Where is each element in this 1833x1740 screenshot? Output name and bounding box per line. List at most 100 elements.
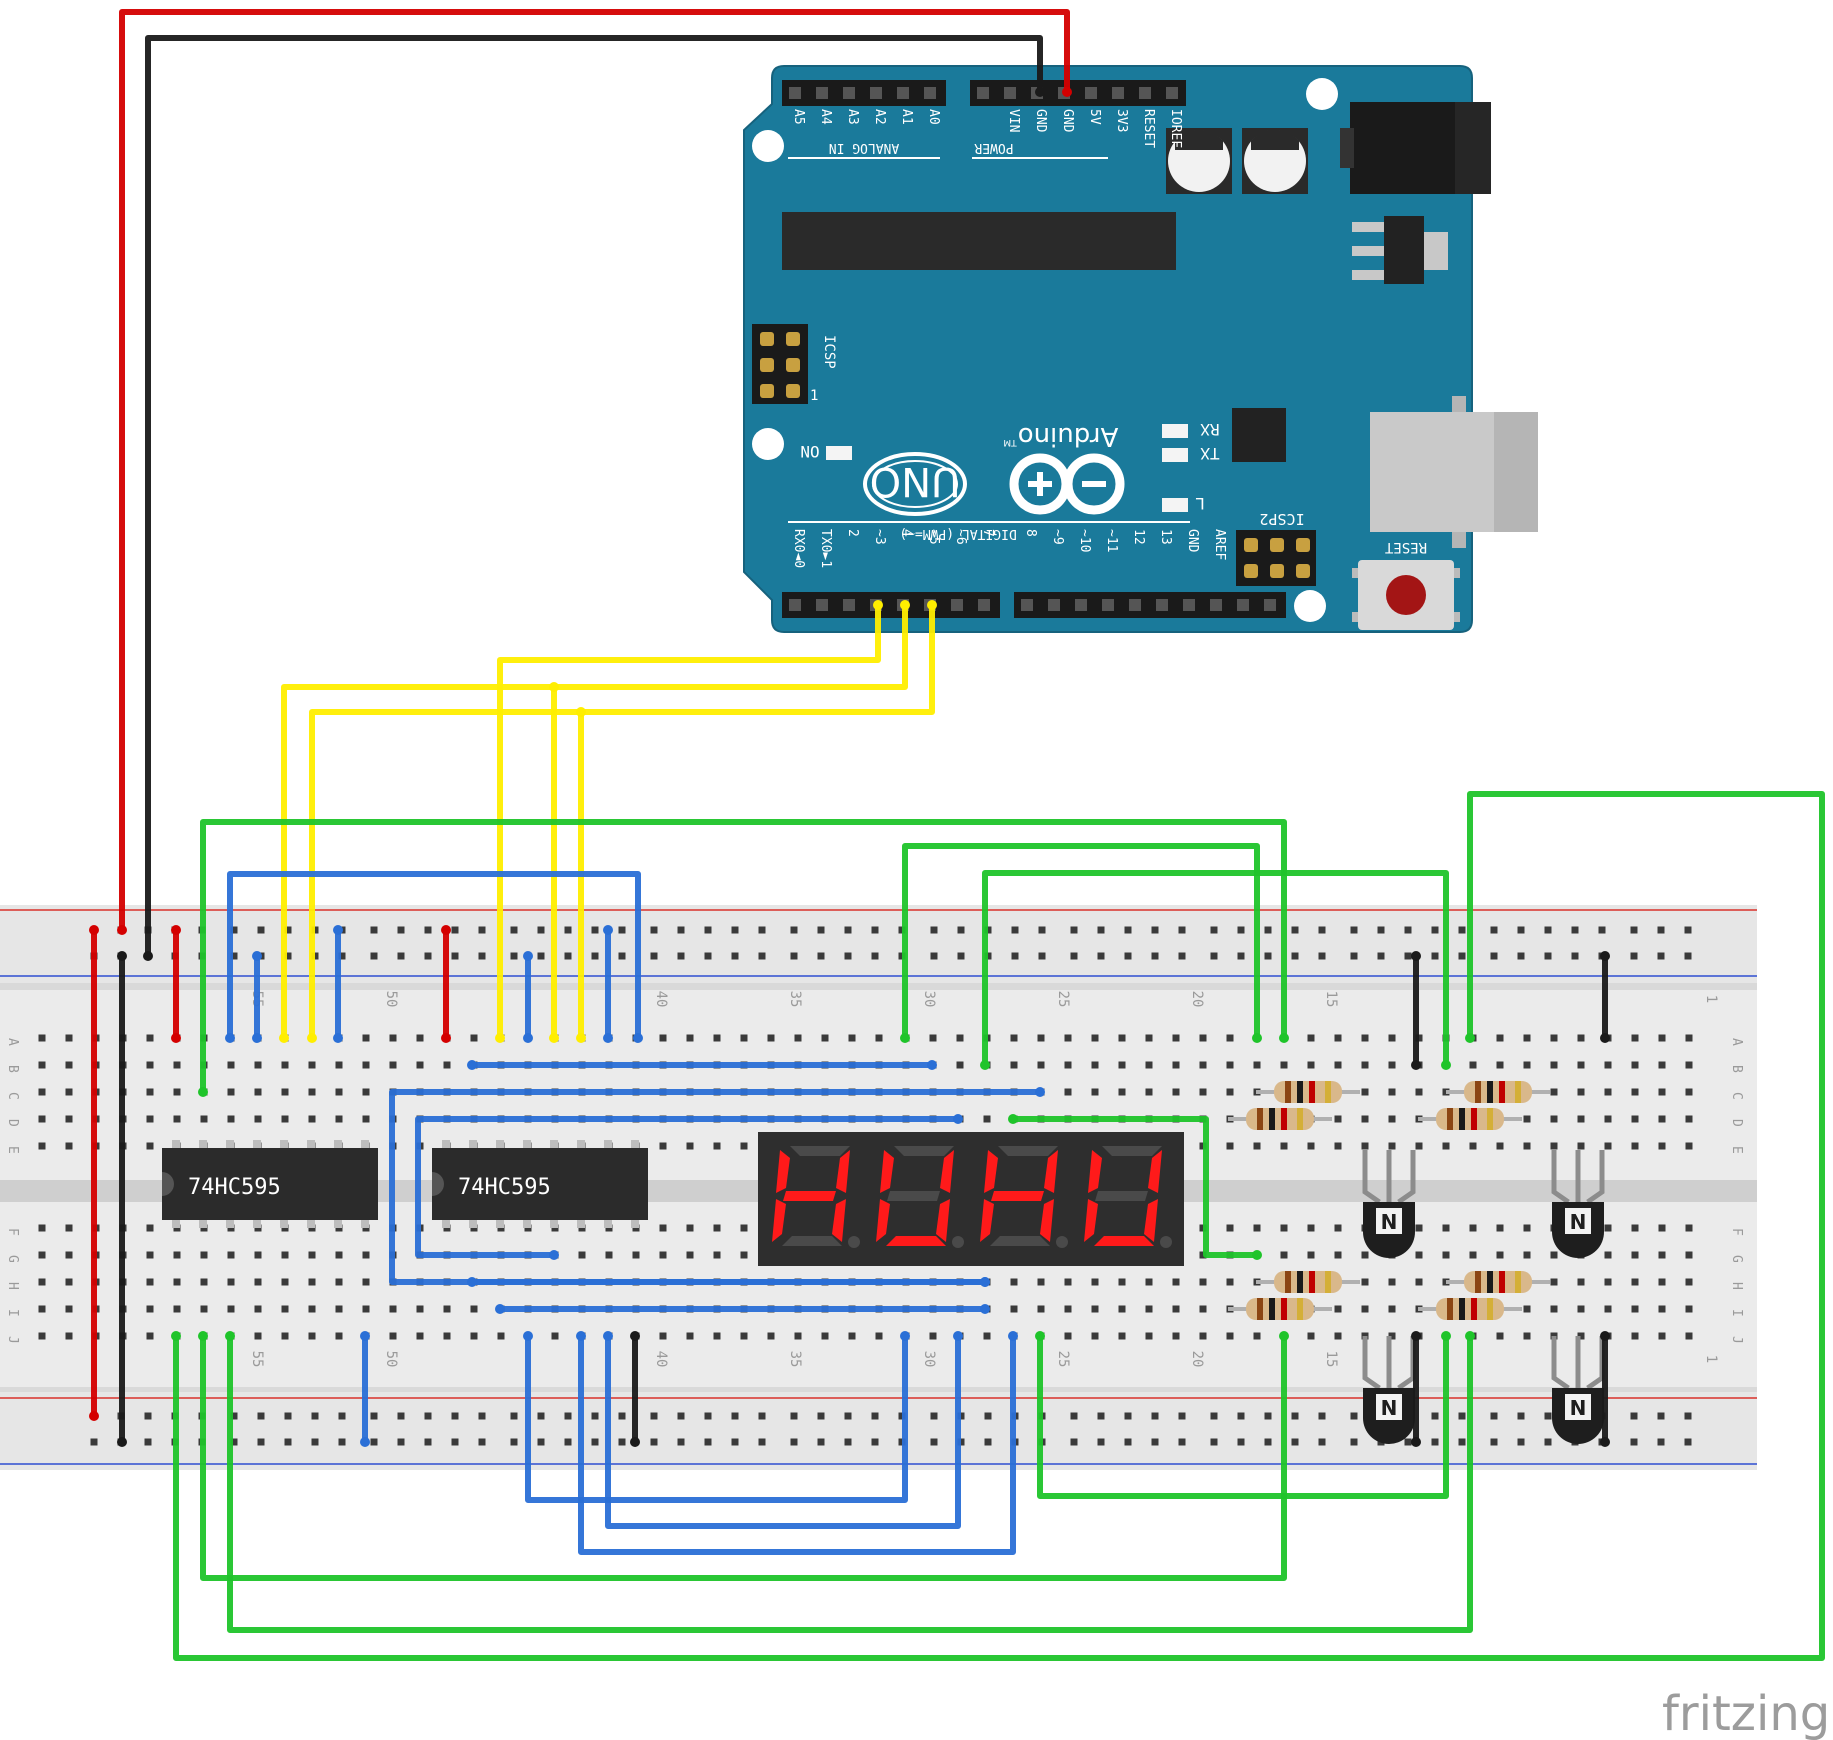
rail-hole (1377, 926, 1385, 934)
breadboard-hole (551, 1332, 559, 1340)
breadboard-hole (146, 1088, 154, 1096)
breadboard-hole (200, 1278, 208, 1286)
breadboard-hole (659, 1142, 667, 1150)
column-label: 40 (653, 1351, 669, 1368)
ic-pin (226, 1220, 234, 1228)
breadboard-hole (281, 1088, 289, 1096)
rail-hole (790, 926, 798, 934)
wire-end (523, 1331, 533, 1341)
wire-end (89, 925, 99, 935)
digital-pin-label: 8 (1023, 529, 1038, 537)
breadboard-hole (1388, 1278, 1396, 1286)
rail-hole (370, 1438, 378, 1446)
display-segment (980, 1199, 994, 1242)
wire (525, 1333, 908, 1503)
breadboard-hole (713, 1332, 721, 1340)
rail-hole (510, 926, 518, 934)
rail-hole (790, 952, 798, 960)
ic-pin (199, 1220, 207, 1228)
breadboard-hole (983, 1115, 991, 1123)
rail-hole (1517, 952, 1525, 960)
breadboard-hole (578, 1251, 586, 1259)
rail-hole (650, 1412, 658, 1420)
rail-hole (1544, 926, 1552, 934)
rail-hole (1490, 926, 1498, 934)
breadboard-hole (1550, 1088, 1558, 1096)
reset-button[interactable] (1352, 560, 1460, 630)
resistor-band (1257, 1108, 1263, 1130)
breadboard-hole (1523, 1061, 1531, 1069)
rail-hole (424, 926, 432, 934)
transistor-badge (1565, 1208, 1591, 1234)
wire-end (603, 925, 613, 935)
rail-hole (338, 1412, 346, 1420)
breadboard-hole (1523, 1034, 1531, 1042)
rail-hole (1318, 926, 1326, 934)
breadboard-hole (1604, 1142, 1612, 1150)
rail-hole (451, 952, 459, 960)
wire (497, 602, 881, 1041)
breadboard-hole (1442, 1142, 1450, 1150)
wire-end (523, 951, 533, 961)
ic-pin (523, 1140, 531, 1148)
rail-hole (451, 1412, 459, 1420)
led-on (826, 446, 852, 460)
rail-hole (1178, 926, 1186, 934)
rail-hole (1630, 952, 1638, 960)
header-pin (1048, 599, 1060, 611)
rail-hole (591, 952, 599, 960)
breadboard-hole (1091, 1332, 1099, 1340)
breadboard-hole (146, 1115, 154, 1123)
breadboard-hole (956, 1061, 964, 1069)
breadboard-hole (605, 1251, 613, 1259)
wire-end (1252, 1033, 1262, 1043)
column-label: 50 (383, 1351, 399, 1368)
breadboard-hole (686, 1034, 694, 1042)
rail-hole (1350, 1412, 1358, 1420)
display-decimal-point (952, 1236, 964, 1248)
transistor-badge (1376, 1208, 1402, 1234)
breadboard-hole (1118, 1034, 1126, 1042)
npn-transistor: N (1362, 1150, 1416, 1258)
rail-hole (284, 1438, 292, 1446)
resistor-band (1297, 1271, 1303, 1293)
digital-pin-label: GND (1185, 529, 1200, 553)
breadboard-hole (1226, 1034, 1234, 1042)
rail-hole (1431, 1438, 1439, 1446)
rail-hole (1264, 926, 1272, 934)
display-segment (984, 1150, 998, 1193)
header-pin (1264, 599, 1276, 611)
breadboard-hole (227, 1088, 235, 1096)
row-label: B (1729, 1065, 1744, 1073)
shift-register-2: 74HC595 (432, 1148, 648, 1220)
rail-hole (1490, 952, 1498, 960)
rail-hole (1350, 926, 1358, 934)
digital-pin-label: 4 (899, 529, 914, 537)
rail-hole (871, 952, 879, 960)
rail-hole (731, 926, 739, 934)
breadboard-hole (1307, 1332, 1315, 1340)
breadboard-hole (1361, 1061, 1369, 1069)
breadboard-hole (1442, 1224, 1450, 1232)
wire-end (900, 1033, 910, 1043)
wire-end (117, 925, 127, 935)
row-label: J (1729, 1336, 1744, 1344)
resistor-band (1447, 1298, 1453, 1320)
rail-hole (1318, 1438, 1326, 1446)
breadboard-hole (1064, 1088, 1072, 1096)
ic-pin (550, 1140, 558, 1148)
wire-end (1035, 1087, 1045, 1097)
transistor-label: N (1570, 1210, 1587, 1234)
rail-hole (564, 926, 572, 934)
breadboard-hole (227, 1278, 235, 1286)
rail-hole (677, 952, 685, 960)
wire-end (900, 1331, 910, 1341)
breadboard-hole (686, 1142, 694, 1150)
rail-hole (1124, 1438, 1132, 1446)
breadboard-hole (1685, 1305, 1693, 1313)
shift-register-1: 74HC595 (162, 1148, 378, 1220)
breadboard-hole (1631, 1224, 1639, 1232)
breadboard-hole (335, 1115, 343, 1123)
column-label: 20 (1189, 1351, 1205, 1368)
